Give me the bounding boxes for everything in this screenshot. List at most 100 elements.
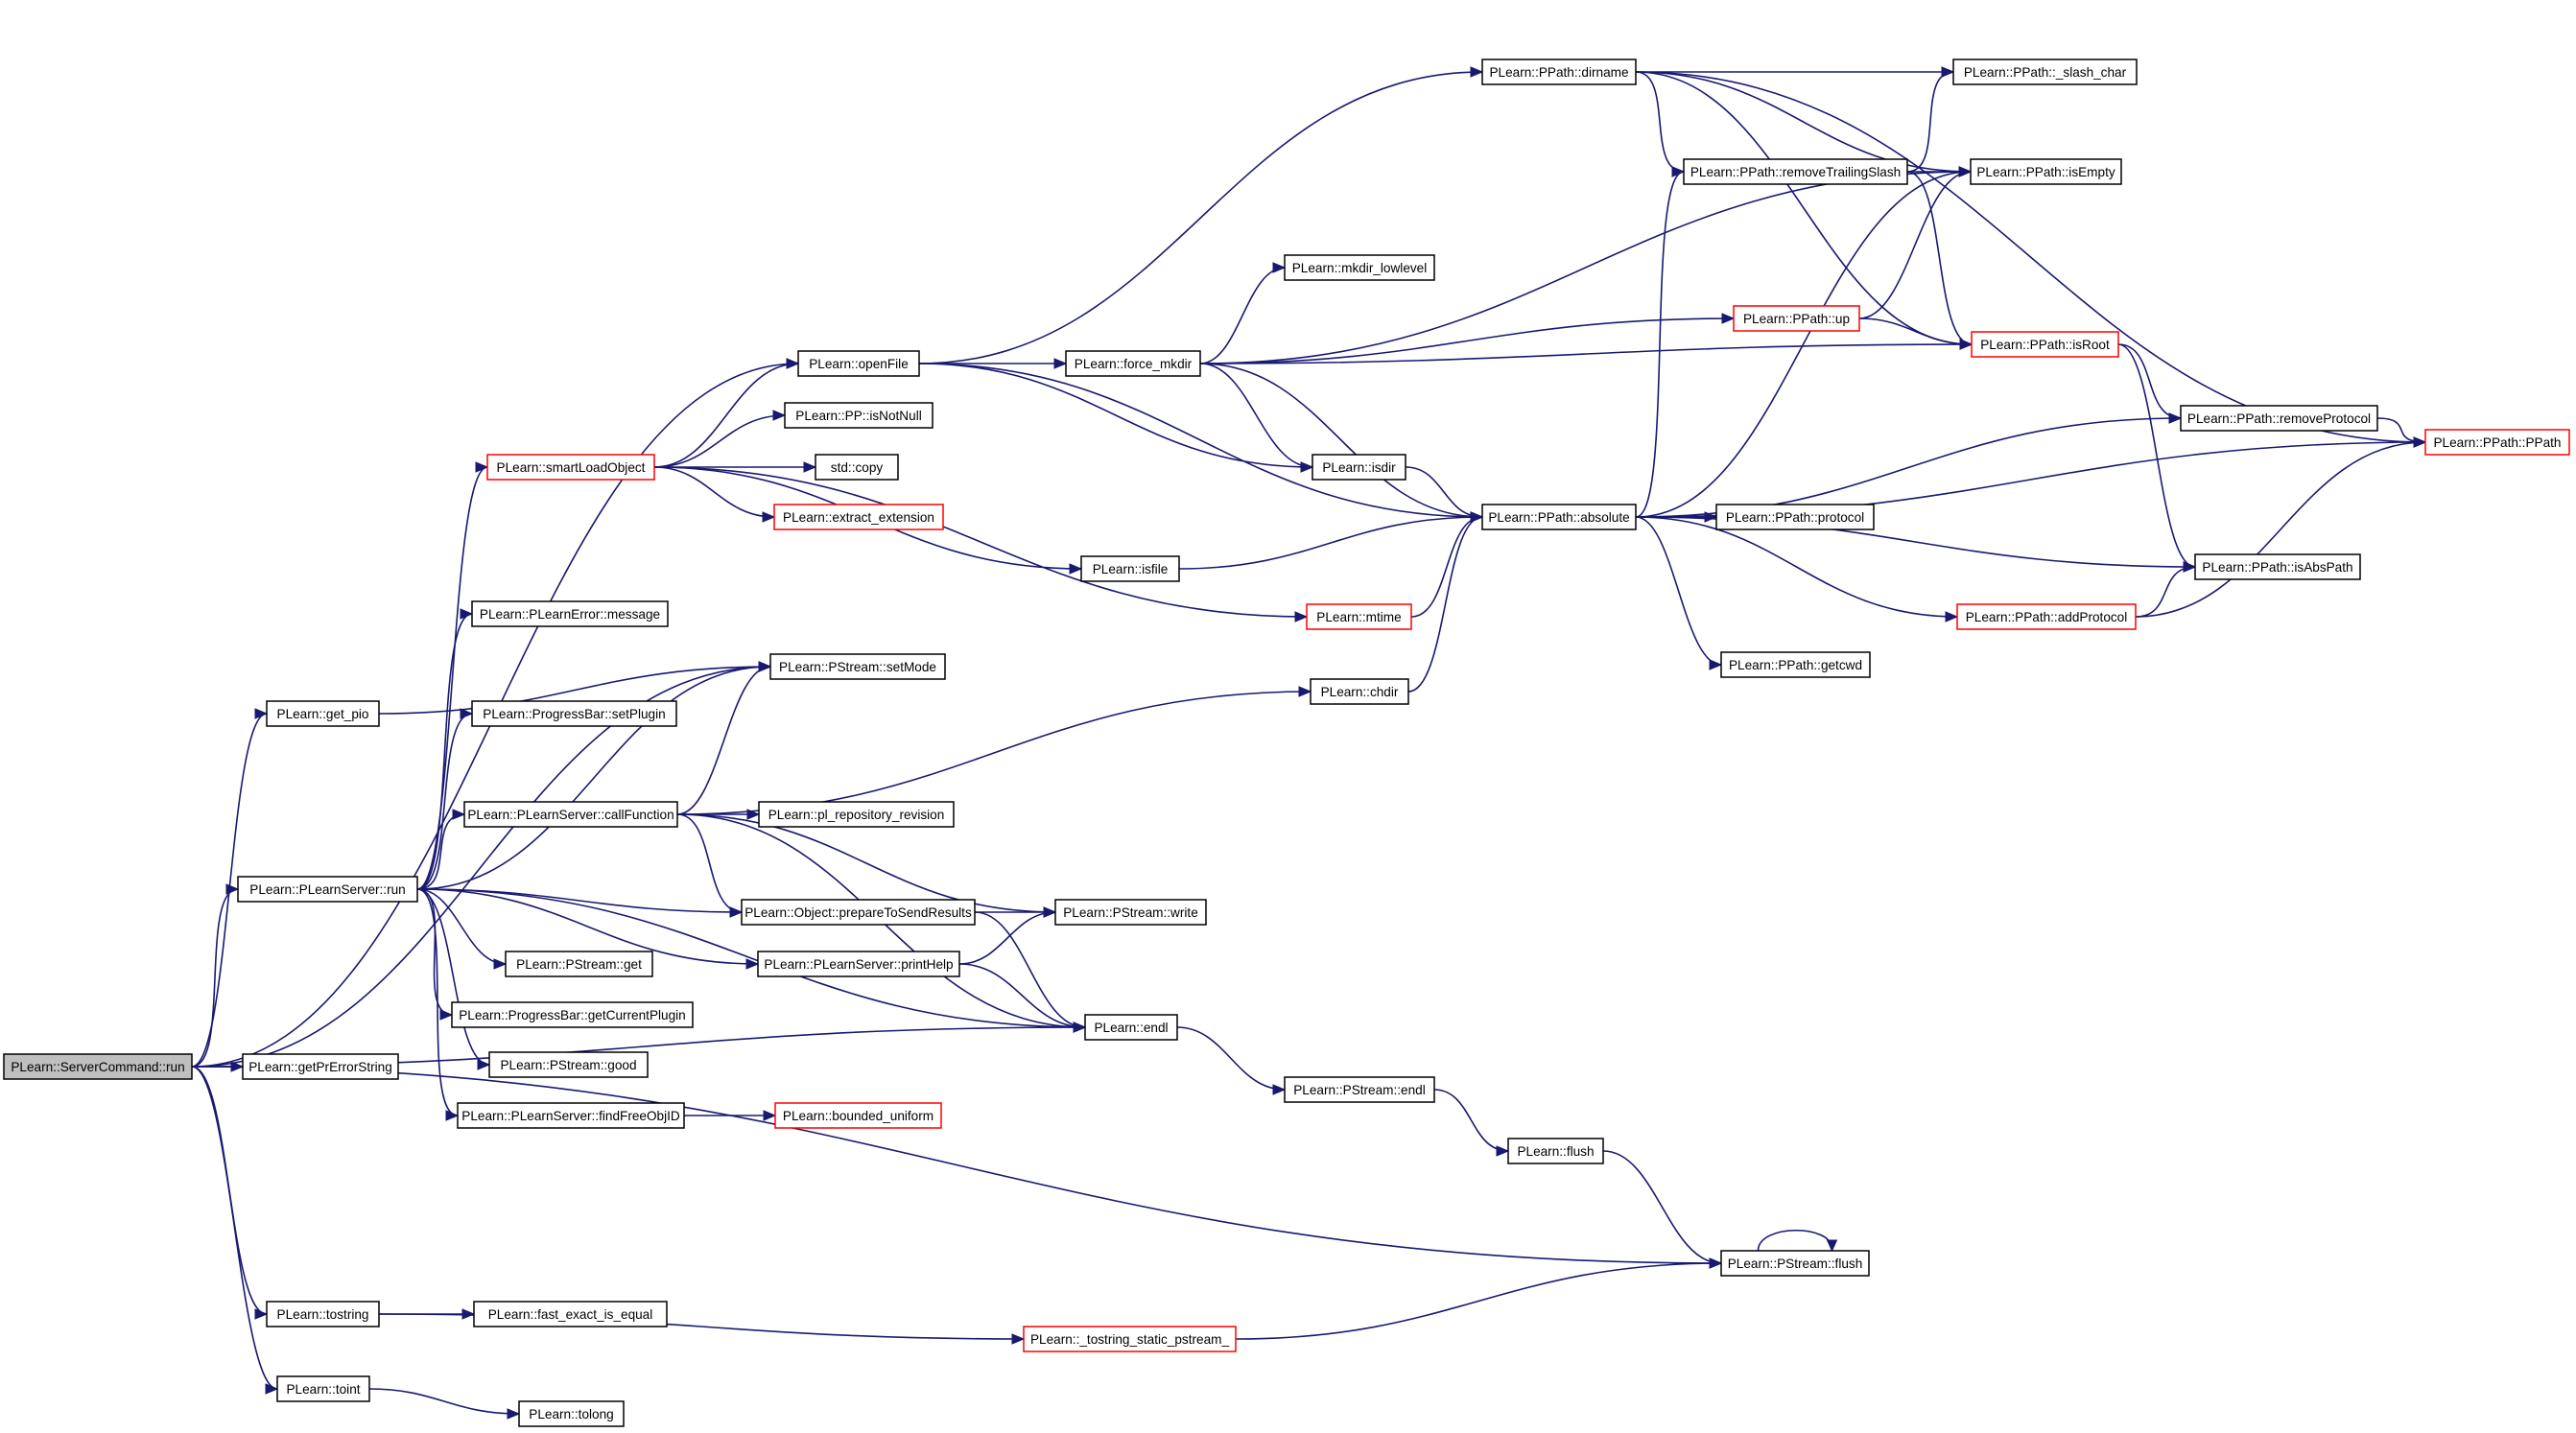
node-printhelp[interactable]: PLearn::PLearnServer::printHelp	[757, 951, 960, 977]
node-slash-char[interactable]: PLearn::PPath::_slash_char	[1952, 59, 2138, 85]
node-getprerrorstring[interactable]: PLearn::getPrErrorString	[242, 1053, 399, 1080]
node-box[interactable]	[266, 700, 380, 727]
node-bounded-uniform[interactable]: PLearn::bounded_uniform	[774, 1102, 942, 1129]
node-ppath-up[interactable]: PLearn::PPath::up	[1733, 305, 1860, 332]
node-box[interactable]	[1312, 454, 1406, 481]
node-pstream-setmode[interactable]: PLearn::PStream::setMode	[769, 653, 946, 680]
node-box[interactable]	[741, 899, 976, 926]
node-plearnserver-run[interactable]: PLearn::PLearnServer::run	[237, 876, 418, 903]
node-box[interactable]	[1956, 603, 2137, 630]
node-box[interactable]	[457, 1102, 685, 1129]
node-box[interactable]	[1284, 1076, 1435, 1103]
node-box[interactable]	[757, 951, 960, 977]
node-force-mkdir[interactable]: PLearn::force_mkdir	[1065, 350, 1201, 377]
node-box[interactable]	[1507, 1138, 1604, 1164]
node-ppath-isroot[interactable]: PLearn::PPath::isRoot	[1971, 331, 2119, 358]
node-box[interactable]	[1481, 59, 1637, 85]
node-pp-isnotnull[interactable]: PLearn::PP::isNotNull	[784, 402, 934, 429]
node-box[interactable]	[1054, 899, 1207, 926]
node-box[interactable]	[237, 876, 418, 903]
node-get-pio[interactable]: PLearn::get_pio	[266, 700, 380, 727]
node-tostring[interactable]: PLearn::tostring	[266, 1301, 380, 1327]
node-box[interactable]	[1310, 678, 1409, 705]
node-box[interactable]	[758, 801, 955, 828]
node-tostring-static-pstream[interactable]: PLearn::_tostring_static_pstream_	[1023, 1326, 1237, 1352]
node-isdir[interactable]: PLearn::isdir	[1312, 454, 1406, 481]
node-findfreeobjid[interactable]: PLearn::PLearnServer::findFreeObjID	[457, 1102, 685, 1129]
node-isfile[interactable]: PLearn::isfile	[1080, 555, 1180, 582]
node-box[interactable]	[1023, 1326, 1237, 1352]
node-box[interactable]	[1306, 603, 1412, 630]
node-endl[interactable]: PLearn::endl	[1084, 1014, 1178, 1041]
node-box[interactable]	[1084, 1014, 1178, 1041]
node-ppath-addprotocol[interactable]: PLearn::PPath::addProtocol	[1956, 603, 2137, 630]
node-tolong[interactable]: PLearn::tolong	[518, 1400, 625, 1427]
node-ppath-protocol[interactable]: PLearn::PPath::protocol	[1715, 504, 1875, 530]
node-removeprotocol[interactable]: PLearn::PPath::removeProtocol	[2180, 405, 2378, 432]
node-pl-repository-revision[interactable]: PLearn::pl_repository_revision	[758, 801, 955, 828]
node-box[interactable]	[488, 1051, 649, 1078]
node-box[interactable]	[473, 1301, 668, 1327]
node-box[interactable]	[276, 1375, 370, 1402]
node-plearnerror-message[interactable]: PLearn::PLearnError::message	[471, 600, 669, 627]
node-box[interactable]	[242, 1053, 399, 1080]
node-box[interactable]	[471, 600, 669, 627]
node-box[interactable]	[1284, 254, 1435, 281]
node-box[interactable]	[1080, 555, 1180, 582]
node-fast-exact-is-equal[interactable]: PLearn::fast_exact_is_equal	[473, 1301, 668, 1327]
node-ppath-getcwd[interactable]: PLearn::PPath::getcwd	[1720, 651, 1871, 678]
node-extract-extension[interactable]: PLearn::extract_extension	[773, 504, 944, 530]
node-preparetosendresults[interactable]: PLearn::Object::prepareToSendResults	[741, 899, 976, 926]
node-box[interactable]	[784, 402, 934, 429]
node-box[interactable]	[815, 454, 899, 481]
node-box[interactable]	[1481, 504, 1637, 530]
node-mtime[interactable]: PLearn::mtime	[1306, 603, 1412, 630]
node-servercommand-run[interactable]: PLearn::ServerCommand::run	[3, 1053, 193, 1080]
node-ppath-dirname[interactable]: PLearn::PPath::dirname	[1481, 59, 1637, 85]
node-box[interactable]	[1971, 331, 2119, 358]
node-ppath-ppath[interactable]: PLearn::PPath::PPath	[2424, 429, 2570, 456]
node-box[interactable]	[463, 801, 678, 828]
node-ppath-isempty[interactable]: PLearn::PPath::isEmpty	[1970, 158, 2122, 185]
node-mkdir-lowlevel[interactable]: PLearn::mkdir_lowlevel	[1284, 254, 1435, 281]
node-std-copy[interactable]: std::copy	[815, 454, 899, 481]
node-box[interactable]	[2194, 553, 2361, 580]
node-box[interactable]	[505, 951, 653, 977]
node-getcurrentplugin[interactable]: PLearn::ProgressBar::getCurrentPlugin	[451, 1001, 694, 1028]
node-chdir[interactable]: PLearn::chdir	[1310, 678, 1409, 705]
node-box[interactable]	[2180, 405, 2378, 432]
node-box[interactable]	[1952, 59, 2138, 85]
node-callfunction[interactable]: PLearn::PLearnServer::callFunction	[463, 801, 678, 828]
node-box[interactable]	[769, 653, 946, 680]
node-box[interactable]	[471, 700, 677, 727]
node-box[interactable]	[1715, 504, 1875, 530]
node-box[interactable]	[2424, 429, 2570, 456]
node-box[interactable]	[773, 504, 944, 530]
node-progressbar-setplugin[interactable]: PLearn::ProgressBar::setPlugin	[471, 700, 677, 727]
node-pstream-endl[interactable]: PLearn::PStream::endl	[1284, 1076, 1435, 1103]
node-box[interactable]	[1970, 158, 2122, 185]
node-box[interactable]	[1065, 350, 1201, 377]
node-removetrailingslash[interactable]: PLearn::PPath::removeTrailingSlash	[1683, 158, 1908, 185]
node-pstream-flush[interactable]: PLearn::PStream::flush	[1720, 1250, 1870, 1277]
node-openfile[interactable]: PLearn::openFile	[797, 350, 920, 377]
node-ppath-isabspath[interactable]: PLearn::PPath::isAbsPath	[2194, 553, 2361, 580]
node-box[interactable]	[266, 1301, 380, 1327]
node-box[interactable]	[797, 350, 920, 377]
node-toint[interactable]: PLearn::toint	[276, 1375, 370, 1402]
node-pstream-get[interactable]: PLearn::PStream::get	[505, 951, 653, 977]
node-box[interactable]	[486, 454, 655, 481]
node-pstream-good[interactable]: PLearn::PStream::good	[488, 1051, 649, 1078]
node-box[interactable]	[1720, 651, 1871, 678]
node-pstream-write[interactable]: PLearn::PStream::write	[1054, 899, 1207, 926]
node-box[interactable]	[451, 1001, 694, 1028]
node-box[interactable]	[1733, 305, 1860, 332]
node-box[interactable]	[3, 1053, 193, 1080]
node-box[interactable]	[1683, 158, 1908, 185]
node-box[interactable]	[1720, 1250, 1870, 1277]
node-box[interactable]	[518, 1400, 625, 1427]
node-smartloadobject[interactable]: PLearn::smartLoadObject	[486, 454, 655, 481]
node-box[interactable]	[774, 1102, 942, 1129]
node-ppath-absolute[interactable]: PLearn::PPath::absolute	[1481, 504, 1637, 530]
node-flush[interactable]: PLearn::flush	[1507, 1138, 1604, 1164]
